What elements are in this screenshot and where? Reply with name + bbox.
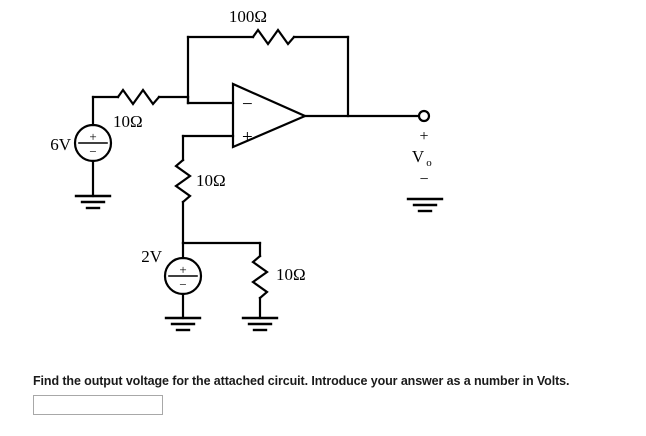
source-2v-minus-icon: − xyxy=(179,277,186,292)
question-prompt: Find the output voltage for the attached… xyxy=(33,374,570,388)
feedback-resistor-label: 100Ω xyxy=(229,7,267,26)
opamp-body xyxy=(231,82,308,149)
feedback-resistor-symbol xyxy=(251,28,296,46)
output-voltage-label: V xyxy=(412,147,425,166)
input-resistor-inverting-label: 10Ω xyxy=(113,112,143,131)
input-resistor-inverting-symbol xyxy=(116,88,161,106)
voltage-source-2v-symbol xyxy=(163,256,203,296)
circuit-diagram: 100Ω 10Ω 10Ω 10Ω 6V 2V + − + − − + + V o… xyxy=(50,7,444,332)
voltage-source-2v-label: 2V xyxy=(141,247,163,266)
output-plus-sign: + xyxy=(419,128,428,145)
voltage-source-6v-symbol xyxy=(73,123,113,163)
input-resistor-noninverting-symbol xyxy=(174,158,192,204)
question-block: Find the output voltage for the attached… xyxy=(33,374,633,415)
opamp-noninverting-icon: + xyxy=(242,127,253,148)
load-resistor-symbol xyxy=(251,254,269,300)
answer-input[interactable] xyxy=(33,395,163,415)
source-2v-plus-icon: + xyxy=(179,262,186,277)
output-minus-sign: − xyxy=(419,171,428,188)
source-6v-minus-icon: − xyxy=(89,144,96,159)
opamp-inverting-icon: − xyxy=(242,94,253,115)
voltage-source-6v-label: 6V xyxy=(50,135,72,154)
output-voltage-subscript: o xyxy=(426,157,432,169)
input-resistor-noninverting-label: 10Ω xyxy=(196,171,226,190)
source-6v-plus-icon: + xyxy=(89,129,96,144)
load-resistor-label: 10Ω xyxy=(276,265,306,284)
output-terminal-node xyxy=(417,109,431,123)
